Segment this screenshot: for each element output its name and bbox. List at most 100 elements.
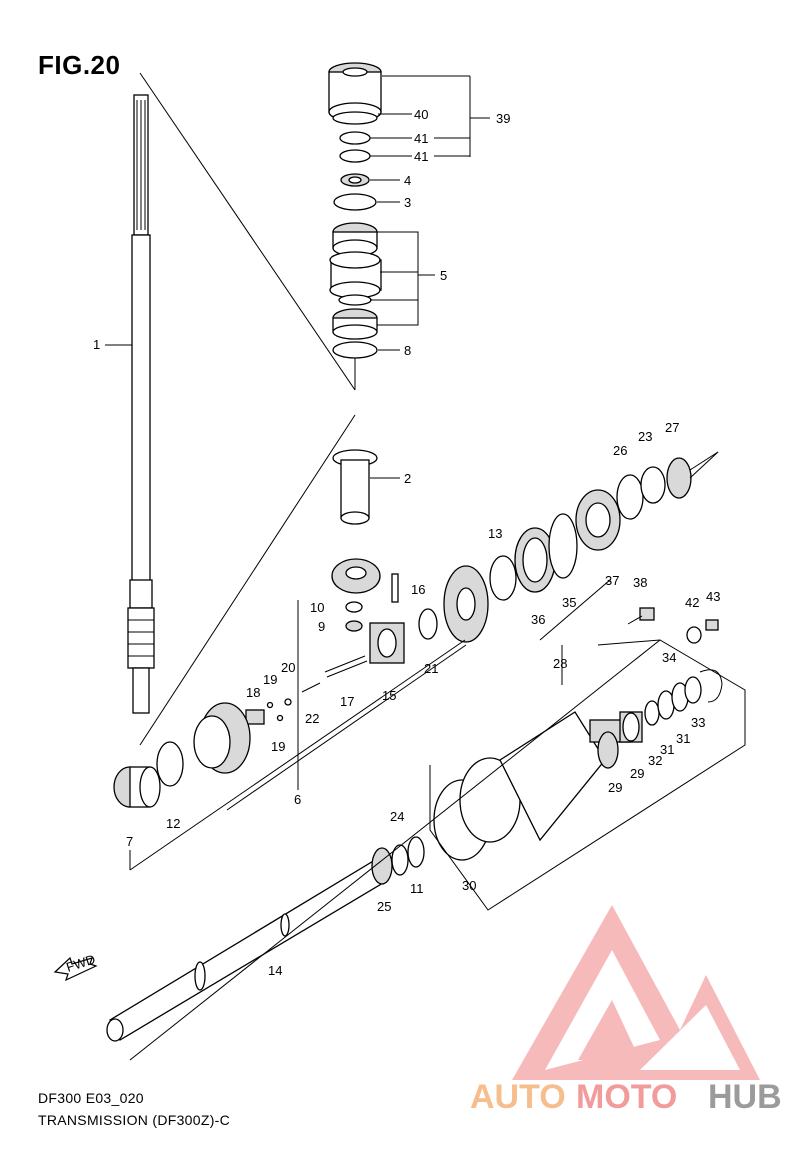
callout-41b: 41	[414, 149, 428, 164]
callout-43: 43	[706, 589, 720, 604]
part-15-clutch-dog	[369, 622, 405, 664]
part-6-pinion-gear	[331, 558, 381, 594]
part-41-seal-lower	[339, 149, 371, 163]
part-14-propeller-shaft	[106, 859, 389, 1042]
part-3-ring	[333, 193, 377, 211]
callout-2: 2	[404, 471, 411, 486]
callout-15: 15	[382, 688, 396, 703]
part-7-needle-bearing	[113, 766, 161, 808]
part-27-thrust-bearing	[666, 457, 692, 499]
callout-19b: 19	[271, 739, 285, 754]
part-23-washer	[640, 466, 666, 504]
part-39-bearing-housing	[328, 62, 382, 125]
callout-41a: 41	[414, 131, 428, 146]
watermark-text: AUTO MOTO HUB	[470, 1078, 782, 1116]
part-10-washer	[345, 601, 363, 613]
callout-6: 6	[294, 792, 301, 807]
part-4-nut	[340, 173, 370, 187]
part-16-pin	[391, 573, 399, 603]
callout-numbers: 1 2 3 4 5 6 7 8 9 10 11 12 13 14 15 16 1…	[93, 107, 720, 978]
part-30-propshaft-housing	[433, 711, 631, 861]
callout-38: 38	[633, 575, 647, 590]
part-13-shim	[489, 555, 517, 601]
watermark-auto: AUTO	[470, 1078, 566, 1116]
watermark-moto: MOTO	[576, 1078, 677, 1116]
figure-title: FIG.20	[38, 50, 121, 80]
figure-caption: TRANSMISSION (DF300Z)-C	[38, 1112, 231, 1128]
fwd-arrow-icon	[53, 956, 98, 982]
part-43-bolt	[705, 619, 719, 631]
part-24-spacer	[391, 844, 409, 876]
part-18-fitting	[245, 709, 265, 725]
callout-14: 14	[268, 963, 282, 978]
callout-39: 39	[496, 111, 510, 126]
watermark-hub: HUB	[708, 1078, 782, 1116]
part-36-bearing	[514, 527, 556, 593]
callout-26: 26	[613, 443, 627, 458]
callout-12: 12	[166, 816, 180, 831]
callout-30: 30	[462, 878, 476, 893]
callout-1: 1	[93, 337, 100, 352]
part-21-ring	[418, 608, 438, 640]
callout-36: 36	[531, 612, 545, 627]
callout-37: 37	[605, 573, 619, 588]
figure-code: DF300 E03_020	[38, 1090, 144, 1106]
part-12-shim	[156, 741, 184, 787]
callout-34: 34	[662, 650, 676, 665]
callout-11: 11	[410, 881, 424, 896]
callout-23: 23	[638, 429, 652, 444]
callout-17: 17	[340, 694, 354, 709]
part-1-drive-shaft	[127, 94, 155, 714]
callout-10: 10	[310, 600, 324, 615]
callout-13: 13	[488, 526, 502, 541]
part-19-ball-upper	[266, 701, 274, 709]
callout-16: 16	[411, 582, 425, 597]
part-22-spring	[301, 682, 321, 693]
part-42-grommet	[686, 626, 702, 644]
callout-9: 9	[318, 619, 325, 634]
part-11-shim	[407, 836, 425, 868]
part-26-shim	[616, 474, 644, 520]
part-19-ball-lower	[276, 714, 284, 722]
callout-7: 7	[126, 834, 133, 849]
callout-20: 20	[281, 660, 295, 675]
callout-8: 8	[404, 343, 411, 358]
part-5-tapered-bearing	[329, 222, 382, 340]
part-35-shim	[548, 513, 578, 579]
part-41-seal-upper	[339, 131, 371, 145]
watermark-logo	[512, 905, 760, 1080]
callout-29a: 29	[608, 780, 622, 795]
callout-3: 3	[404, 195, 411, 210]
part-17-shift-slider	[324, 655, 368, 678]
callout-25: 25	[377, 899, 391, 914]
part-9-nut	[345, 620, 363, 632]
callout-28: 28	[553, 656, 567, 671]
callout-29b: 29	[630, 766, 644, 781]
callout-22: 22	[305, 711, 319, 726]
part-clutch-gear-large	[443, 565, 489, 643]
callout-21: 21	[424, 661, 438, 676]
callout-40: 40	[414, 107, 428, 122]
part-20-ball	[284, 698, 292, 706]
callout-19a: 19	[263, 672, 277, 687]
callout-35: 35	[562, 595, 576, 610]
part-29-bearing	[619, 711, 643, 743]
part-33-seal	[684, 676, 702, 704]
part-38-bolt	[627, 607, 655, 625]
part-reverse-gear	[193, 702, 251, 774]
callout-4: 4	[404, 173, 411, 188]
part-2-sleeve	[332, 449, 378, 525]
callout-42: 42	[685, 595, 699, 610]
callout-31b: 31	[676, 731, 690, 746]
callout-24: 24	[390, 809, 404, 824]
part-8-ring	[332, 341, 378, 359]
callout-27: 27	[665, 420, 679, 435]
part-37-bearing	[575, 489, 621, 551]
callout-18: 18	[246, 685, 260, 700]
callout-5: 5	[440, 268, 447, 283]
callout-32: 32	[648, 753, 662, 768]
callout-33: 33	[691, 715, 705, 730]
callout-31a: 31	[660, 742, 674, 757]
part-32-ring	[644, 700, 660, 726]
